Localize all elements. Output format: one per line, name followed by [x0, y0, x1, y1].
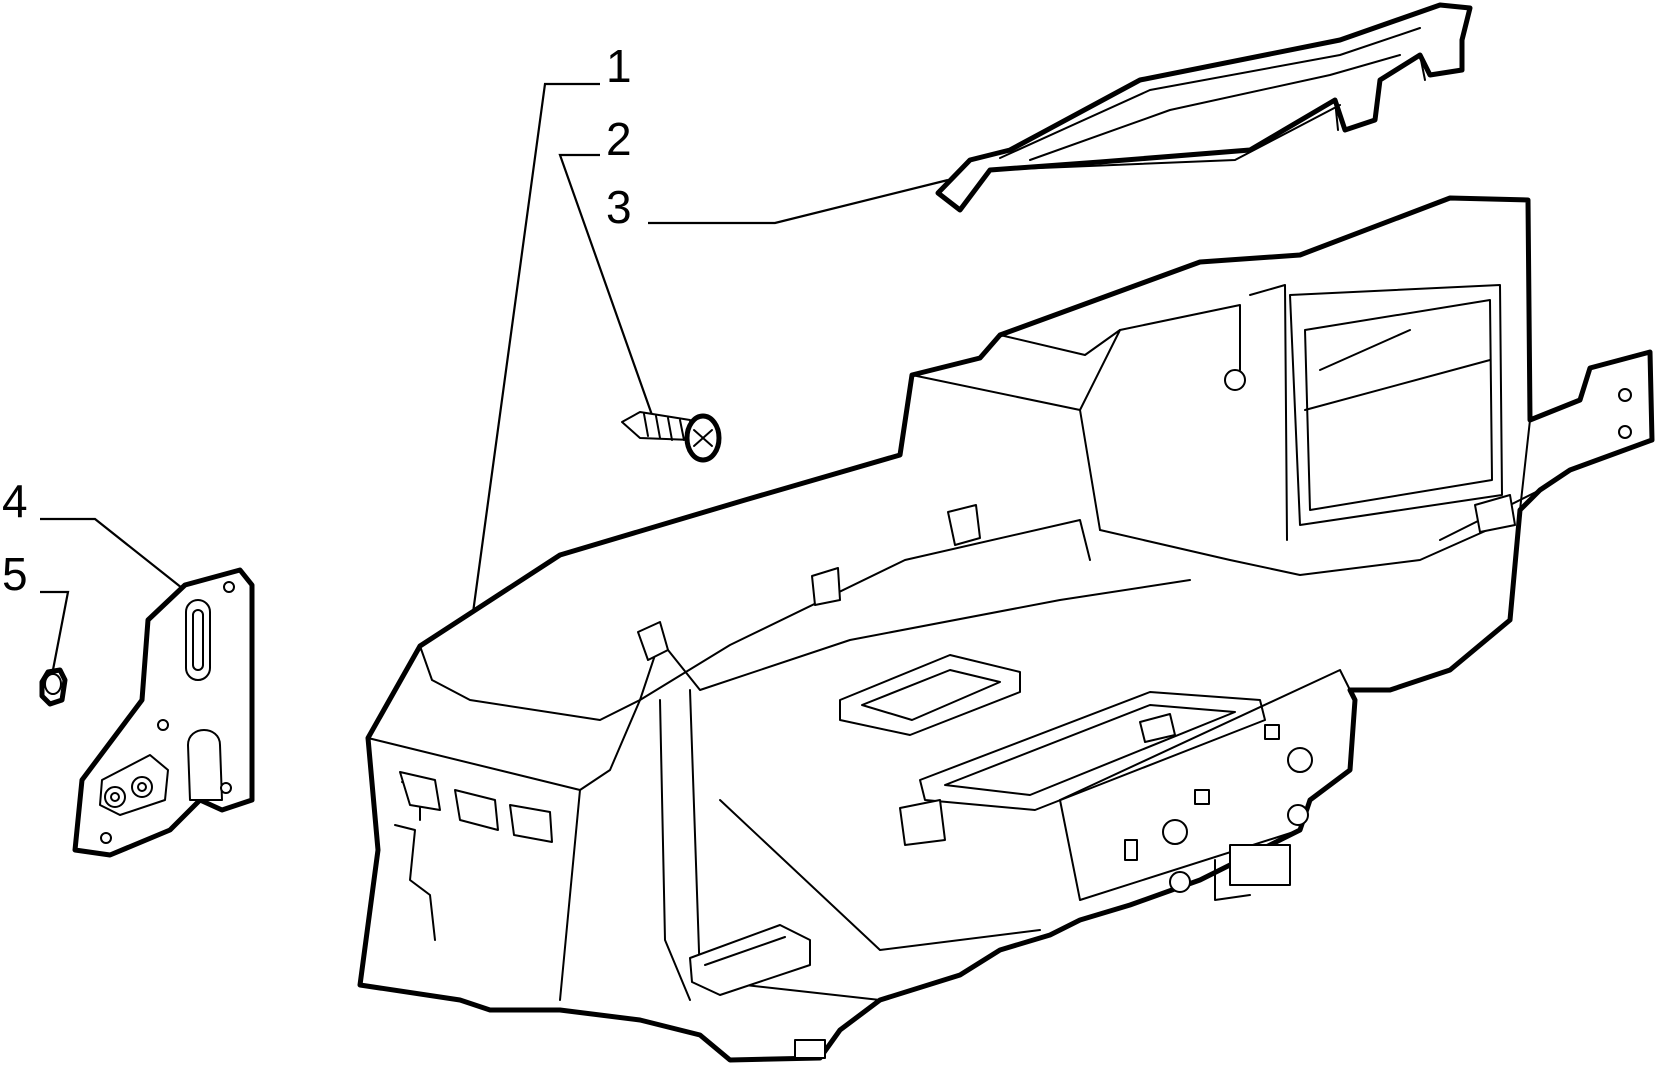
- leader-line-5: [40, 590, 70, 676]
- heater-housing-icon: [357, 195, 1655, 1063]
- callout-number-1: 1: [606, 40, 632, 92]
- screw-icon: [621, 411, 722, 463]
- leader-line-4: [40, 517, 183, 589]
- leader-line-1: [470, 82, 600, 621]
- cover-frame-icon: [935, 2, 1473, 213]
- mounting-bracket-icon: [72, 567, 255, 858]
- callout-number-2: 2: [606, 113, 632, 165]
- leader-line-2: [558, 153, 654, 416]
- nut-icon: [39, 667, 68, 707]
- callout-number-4: 4: [2, 475, 28, 527]
- leader-line-3: [648, 178, 949, 225]
- callout-number-3: 3: [606, 181, 632, 233]
- callout-number-5: 5: [2, 548, 28, 600]
